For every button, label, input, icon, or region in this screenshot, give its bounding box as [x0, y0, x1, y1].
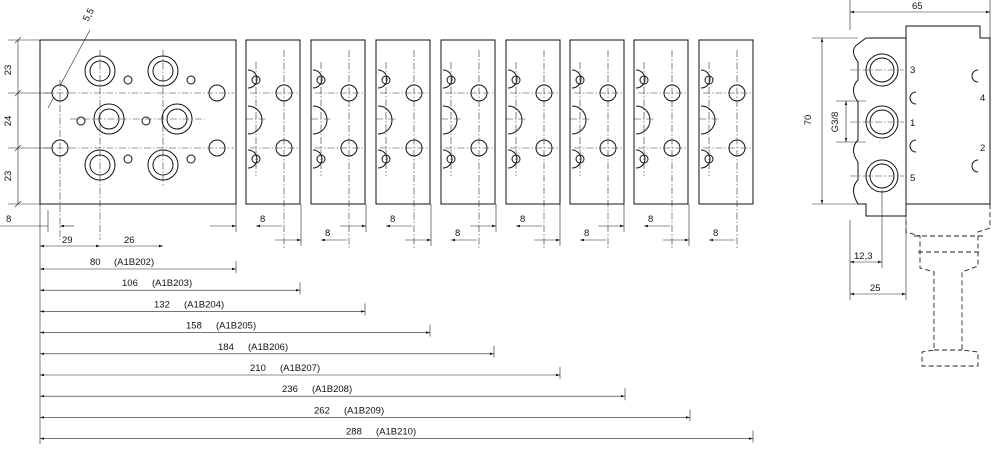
dim-8: 8 — [520, 214, 525, 225]
dim-8: 8 — [455, 228, 460, 239]
dim-29: 29 — [62, 235, 73, 246]
length-dimension: 288 (A1B210) — [40, 427, 754, 443]
length-dimension: 132 (A1B204) — [40, 299, 366, 316]
length-value: 210 — [250, 363, 266, 374]
dim-8: 8 — [390, 214, 395, 225]
valve-module — [698, 39, 754, 250]
length-dimension: 236 (A1B208) — [40, 384, 626, 401]
valve-module — [569, 39, 625, 250]
length-value: 262 — [314, 405, 330, 416]
dim-5-5: 5,5 — [81, 7, 97, 24]
model-code: (A1B208) — [312, 384, 352, 395]
left-height-dimensions: 23 24 23 — [3, 36, 52, 208]
port-label-1: 1 — [910, 118, 915, 129]
valve-modules: 8 8 8 8 8 8 8 8 — [210, 39, 754, 250]
model-code: (A1B204) — [184, 299, 224, 310]
valve-module — [440, 39, 496, 250]
length-dimension: 106 (A1B203) — [40, 278, 301, 295]
port-label-5: 5 — [910, 173, 915, 184]
pitch-dimension: 8 — [275, 204, 347, 246]
dim-70: 70 — [803, 115, 814, 126]
valve-module — [310, 39, 366, 250]
pitch-dimension: 8 — [210, 204, 282, 232]
port-label-3: 3 — [910, 65, 915, 76]
length-dimensions: 80 (A1B202) 106 (A1B203) 132 (A1B204) 158 (A1B2… — [40, 257, 754, 443]
length-value: 158 — [186, 321, 202, 332]
dim-8: 8 — [584, 228, 589, 239]
dim-thread: G3/8 — [830, 112, 841, 133]
pitch-dimension: 8 — [405, 204, 477, 246]
model-code: (A1B205) — [216, 321, 256, 332]
pitch-dimension: 8 — [663, 204, 735, 246]
dim-23-top: 23 — [3, 65, 14, 76]
model-code: (A1B206) — [248, 342, 288, 353]
model-code: (A1B207) — [280, 363, 320, 374]
base-ports — [44, 50, 234, 240]
length-value: 236 — [282, 384, 298, 395]
side-body — [853, 25, 991, 217]
dim-8: 8 — [648, 214, 653, 225]
length-dimension: 158 (A1B205) — [40, 321, 431, 337]
valve-module — [505, 39, 561, 250]
model-code: (A1B202) — [114, 257, 154, 268]
pitch-dimension: 8 — [340, 204, 412, 232]
dim-8: 8 — [713, 228, 718, 239]
port-label-2: 2 — [980, 143, 985, 154]
length-dimension: 262 (A1B209) — [40, 405, 691, 422]
pitch-dimension: 8 — [534, 204, 606, 246]
dim-25: 25 — [870, 283, 881, 294]
dim-65: 65 — [912, 1, 923, 12]
length-dimension: 184 (A1B206) — [40, 342, 495, 358]
dim-8: 8 — [325, 228, 330, 239]
base-block — [39, 39, 237, 205]
side-view: 65 70 G3/8 3 1 5 4 2 12,3 — [803, 0, 991, 367]
valve-module — [633, 39, 689, 250]
model-code: (A1B209) — [344, 405, 384, 416]
length-value: 288 — [346, 427, 362, 438]
dim-8-left: 8 — [6, 214, 11, 225]
dim-8: 8 — [260, 214, 265, 225]
length-dimension: 80 (A1B202) — [40, 257, 237, 273]
port-label-4: 4 — [980, 93, 985, 104]
dim-12-3: 12,3 — [854, 251, 873, 262]
pitch-dimension: 8 — [470, 204, 542, 232]
length-value: 106 — [122, 278, 138, 289]
model-code: (A1B210) — [376, 427, 416, 438]
dim-23-bottom: 23 — [3, 171, 14, 182]
pitch-dimension: 8 — [598, 204, 670, 232]
length-value: 80 — [90, 257, 101, 268]
length-value: 132 — [154, 299, 170, 310]
valve-module — [245, 39, 301, 250]
model-code: (A1B203) — [152, 278, 192, 289]
front-view: 23 24 23 5,5 — [0, 7, 754, 444]
dim-24: 24 — [3, 116, 14, 127]
base-horizontal-dimensions: 8 29 26 — [0, 204, 163, 444]
dim-26: 26 — [124, 235, 135, 246]
length-dimension: 210 (A1B207) — [40, 363, 561, 379]
valve-module — [375, 39, 431, 250]
length-value: 184 — [218, 342, 234, 353]
